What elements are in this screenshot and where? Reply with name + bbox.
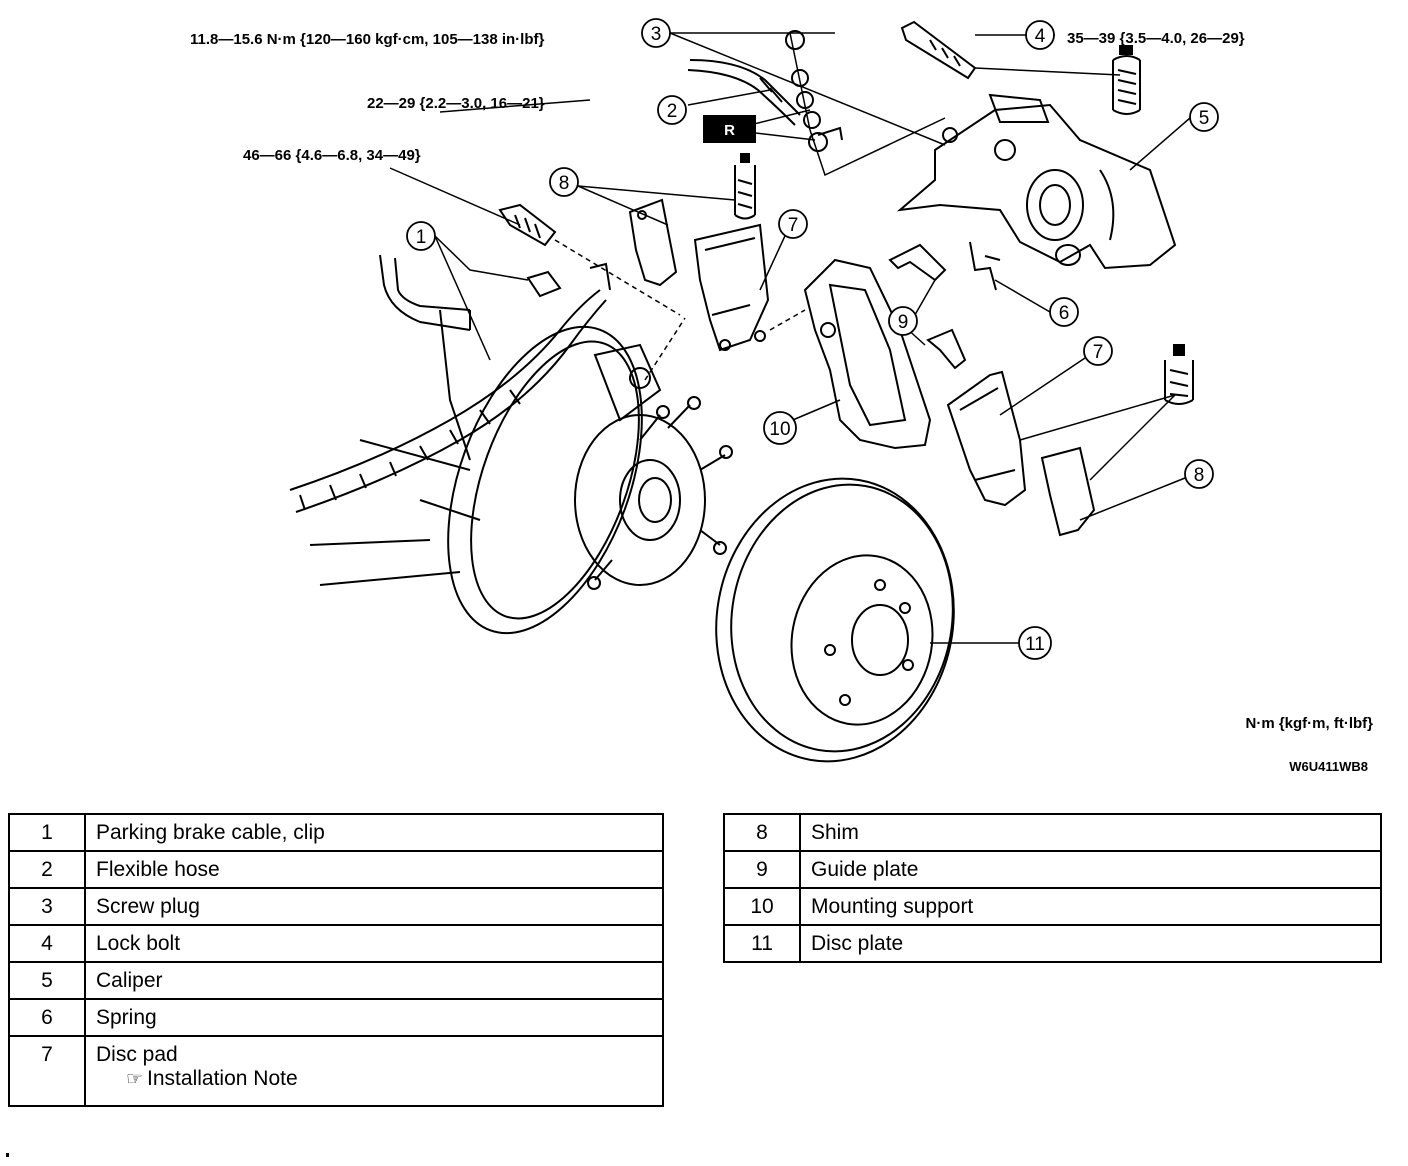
disc-plate — [715, 477, 955, 763]
hub-and-dust-shield — [309, 309, 733, 635]
callout-circle-8-upper — [549, 167, 579, 197]
part-number: 9 — [723, 850, 801, 889]
part-name: Disc plate — [799, 924, 1382, 963]
part-name: Flexible hose — [84, 850, 664, 889]
leader-lines — [389, 32, 1191, 644]
pointing-hand-icon: ☞ — [126, 1069, 144, 1090]
mounting-support — [803, 258, 932, 450]
mounting-bolt — [498, 203, 557, 247]
callout-circle-9 — [888, 306, 918, 336]
callout-7-lower: 7 — [1093, 342, 1104, 363]
part-number: 4 — [8, 924, 86, 963]
callout-circle-3 — [641, 18, 671, 48]
callout-1: 1 — [416, 227, 427, 248]
table-row: 2 Flexible hose — [8, 850, 664, 889]
disc-pad-outer — [946, 344, 1194, 537]
part-name: Guide plate — [799, 850, 1382, 889]
callout-9: 9 — [898, 312, 909, 333]
units-note: N·m {kgf·m, ft·lbf} — [1246, 715, 1374, 732]
part-name: Spring — [84, 998, 664, 1037]
table-row: 3 Screw plug — [8, 887, 664, 926]
parking-brake-cable — [289, 254, 611, 513]
part-number: 6 — [8, 998, 86, 1037]
parts-table-right: 8 Shim 9 Guide plate 10 Mounting support… — [723, 813, 1382, 963]
part-number: 8 — [723, 813, 801, 852]
part-name-cell: Disc pad ☞Installation Note — [84, 1035, 664, 1107]
flexible-hose — [687, 30, 843, 152]
table-row: 10 Mounting support — [723, 887, 1382, 926]
part-name: Shim — [799, 813, 1382, 852]
torque-label-flexible-hose: 22—29 {2.2—3.0, 16—21} — [367, 95, 545, 112]
callout-4: 4 — [1035, 26, 1046, 47]
callout-8-lower: 8 — [1194, 465, 1205, 486]
exploded-brake-diagram: R 11.8—15.6 N·m {120—160 kgf·cm, 105—138… — [190, 18, 1374, 774]
torque-label-screw-plug: 11.8—15.6 N·m {120—160 kgf·cm, 105—138 i… — [190, 31, 545, 48]
caliper — [896, 93, 1177, 270]
callout-2: 2 — [667, 101, 678, 122]
callout-circle-6 — [1049, 297, 1079, 327]
replace-badge-label: R — [724, 122, 735, 139]
callout-circle-10 — [763, 411, 797, 445]
disc-pad-inner — [693, 223, 770, 352]
installation-note-link[interactable]: ☞Installation Note — [96, 1067, 662, 1091]
part-number: 11 — [723, 924, 801, 963]
callout-circle-11 — [1018, 626, 1052, 660]
part-number: 2 — [8, 850, 86, 889]
spring — [969, 241, 1001, 291]
part-number: 3 — [8, 887, 86, 926]
part-number: 10 — [723, 887, 801, 926]
callout-6: 6 — [1059, 303, 1070, 324]
part-number: 5 — [8, 961, 86, 1000]
lock-bolt — [900, 20, 1141, 115]
table-row: 4 Lock bolt — [8, 924, 664, 963]
torque-label-mounting-bolt: 46—66 {4.6—6.8, 34—49} — [243, 147, 421, 164]
callout-11: 11 — [1025, 634, 1045, 655]
part-name: Caliper — [84, 961, 664, 1000]
part-name: Lock bolt — [84, 924, 664, 963]
callout-circle-7-lower — [1083, 336, 1113, 366]
callout-7-upper: 7 — [788, 215, 799, 236]
table-row: 1 Parking brake cable, clip — [8, 813, 664, 852]
table-row: 6 Spring — [8, 998, 664, 1037]
table-row: 9 Guide plate — [723, 850, 1382, 889]
table-row: 5 Caliper — [8, 961, 664, 1000]
table-row: 11 Disc plate — [723, 924, 1382, 963]
callout-8-upper: 8 — [559, 173, 570, 194]
callout-circle-4 — [1025, 20, 1055, 50]
table-row: 8 Shim — [723, 813, 1382, 852]
callout-circle-1 — [406, 221, 436, 251]
callout-10: 10 — [769, 419, 790, 440]
callout-circle-8-lower — [1184, 459, 1214, 489]
installation-note-label: Installation Note — [147, 1067, 298, 1090]
table-row: 7 Disc pad ☞Installation Note — [8, 1035, 664, 1107]
callout-circle-7-upper — [778, 209, 808, 239]
callout-5: 5 — [1199, 108, 1210, 129]
replace-badge — [703, 115, 756, 143]
page-mark — [6, 1153, 9, 1157]
parts-table-left: 1 Parking brake cable, clip 2 Flexible h… — [8, 813, 664, 1107]
part-name: Disc pad — [96, 1043, 178, 1066]
part-name: Mounting support — [799, 887, 1382, 926]
torque-label-lock-bolt: 35—39 {3.5—4.0, 26—29} — [1067, 30, 1245, 47]
part-name: Parking brake cable, clip — [84, 813, 664, 852]
part-number: 7 — [8, 1035, 86, 1107]
callout-3: 3 — [651, 24, 662, 45]
callout-circle-5 — [1189, 102, 1219, 132]
figure-reference: W6U411WB8 — [1289, 759, 1368, 774]
part-number: 1 — [8, 813, 86, 852]
part-name: Screw plug — [84, 887, 664, 926]
callout-circle-2 — [657, 95, 687, 125]
shim-inner — [628, 153, 756, 287]
